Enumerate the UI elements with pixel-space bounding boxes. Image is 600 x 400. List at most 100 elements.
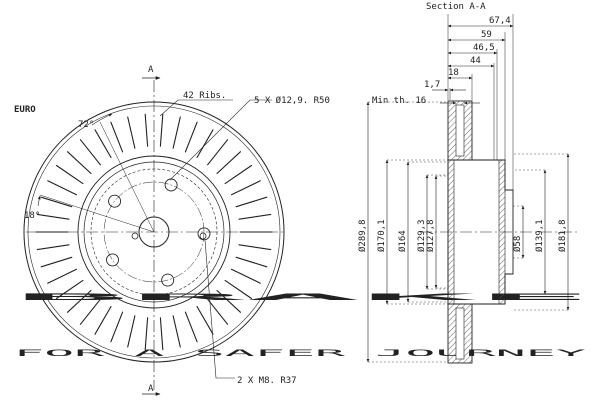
hat-top-hatch xyxy=(498,159,506,305)
rib-slot xyxy=(238,244,272,251)
rib-slot xyxy=(94,129,112,159)
dim-67-4-label: 67,4 xyxy=(489,16,511,26)
dim-44-label: 44 xyxy=(470,56,481,66)
min-thickness-label: Min th. 16 xyxy=(372,96,426,106)
vent-channel-top xyxy=(455,104,465,157)
width-dimensions xyxy=(432,24,514,92)
holes-label: 5 X Ø12,9. R50 xyxy=(254,95,330,106)
angle-72-line xyxy=(99,121,155,233)
bolt-pitch-circle xyxy=(103,181,205,283)
disc-outer-chamfer xyxy=(27,105,281,359)
rib-slot xyxy=(47,180,78,196)
section-view xyxy=(366,14,580,364)
threads-leader xyxy=(204,239,235,379)
dim-127-8-label: Ø127,8 xyxy=(425,219,436,252)
watermark-brand-line2: BRAKE xyxy=(14,293,592,303)
rib-slot xyxy=(79,298,101,325)
bolt-hole xyxy=(161,273,175,287)
rib-slot xyxy=(94,305,112,335)
ribs-label: 42 Ribs. xyxy=(183,91,226,101)
angle-18-arc xyxy=(37,195,41,207)
rib-slot xyxy=(238,213,272,220)
rib-slot xyxy=(40,196,73,208)
disc-outer-edge xyxy=(23,101,285,363)
section-mark-top: A xyxy=(148,65,154,75)
hat-wall-hatch xyxy=(447,159,455,305)
threads-label: 2 X M8. R37 xyxy=(237,376,297,386)
rib-slot xyxy=(196,129,214,159)
diameter-dimensions xyxy=(366,101,570,363)
bolt-holes xyxy=(106,178,211,287)
watermark-brand-line1: EURO xyxy=(14,105,36,115)
section-view-labels: Section A-A Min th. 16 67,4 59 46,5 44 18 1,7… xyxy=(357,2,568,252)
hat-inner-edge xyxy=(90,168,218,296)
rib-slot xyxy=(235,256,268,268)
front-view xyxy=(23,76,285,396)
dim-289-8-label: Ø289,8 xyxy=(357,219,368,252)
rib-slot xyxy=(127,315,136,348)
rib-slot xyxy=(230,268,261,284)
rib-slot xyxy=(207,298,229,325)
dim-46-5-label: 46,5 xyxy=(473,43,495,53)
rib-slot xyxy=(36,213,70,220)
watermark-tagline: FOR A SAFER JOURNEY xyxy=(14,349,589,359)
rib-slot xyxy=(66,151,92,175)
rib-slot xyxy=(55,279,84,300)
section-mark-bottom: A xyxy=(148,384,154,394)
rib-slot xyxy=(224,279,253,300)
rib-slot xyxy=(66,289,92,313)
dim-129-3-label: Ø129,3 xyxy=(416,219,427,252)
rib-slot xyxy=(172,116,181,149)
rib-slot xyxy=(184,311,198,343)
rib-slot xyxy=(230,180,261,196)
dim-59-label: 59 xyxy=(481,30,492,40)
thread-hole-right xyxy=(199,232,207,240)
thread-hole-left xyxy=(131,232,139,240)
angle-72-arc xyxy=(91,113,113,126)
dim-170-1-label: Ø170,1 xyxy=(376,219,387,252)
ribs-leader xyxy=(159,99,233,117)
cooling-ribs xyxy=(35,113,273,351)
angle-18-line xyxy=(39,194,155,233)
rib-slot xyxy=(216,151,242,175)
rib-slot xyxy=(36,244,70,251)
rib-slot xyxy=(216,289,242,313)
holes-leader xyxy=(169,99,272,181)
center-bore xyxy=(138,216,170,248)
section-title: Section A-A xyxy=(426,2,486,12)
hat-outer-edge xyxy=(83,161,225,303)
dim-18-label: 18 xyxy=(448,68,459,78)
bolt-hole xyxy=(108,194,122,208)
rib-slot xyxy=(110,121,124,153)
dim-139-1-label: Ø139,1 xyxy=(534,219,545,252)
dim-181-8-label: Ø181,8 xyxy=(557,219,568,252)
watermark: EURO BRAKE FOR A SAFER JOURNEY xyxy=(14,105,592,359)
rib-slot xyxy=(110,311,124,343)
angle-18-label: 18° xyxy=(24,211,40,221)
dim-58-label: Ø58 xyxy=(512,236,523,252)
rib-slot xyxy=(196,305,214,335)
rib-slot xyxy=(224,164,253,185)
vent-channel-bottom xyxy=(455,307,465,360)
angle-72-label: 72° xyxy=(78,120,94,130)
bolt-hole xyxy=(106,253,119,267)
rib-slot xyxy=(172,315,181,348)
rib-slot xyxy=(47,268,78,284)
friction-inner-edge xyxy=(77,155,231,309)
rib-slot xyxy=(144,317,149,351)
rib-slot xyxy=(79,139,101,166)
rib-slot xyxy=(159,317,164,351)
front-view-labels: A A 42 Ribs. 5 X Ø12,9. R50 72° 18° 2 X … xyxy=(24,65,330,394)
rib-slot xyxy=(184,121,198,153)
rib-slot xyxy=(159,113,164,147)
dim-1-7-label: 1,7 xyxy=(424,80,440,90)
rib-slot xyxy=(144,113,149,147)
dim-164-label: Ø164 xyxy=(397,230,408,252)
bolt-hole xyxy=(197,227,211,241)
rib-slot xyxy=(55,164,84,185)
rib-slot xyxy=(127,116,136,149)
rib-slot xyxy=(235,196,268,208)
rib-slot xyxy=(40,256,73,268)
rib-slot xyxy=(207,139,229,166)
